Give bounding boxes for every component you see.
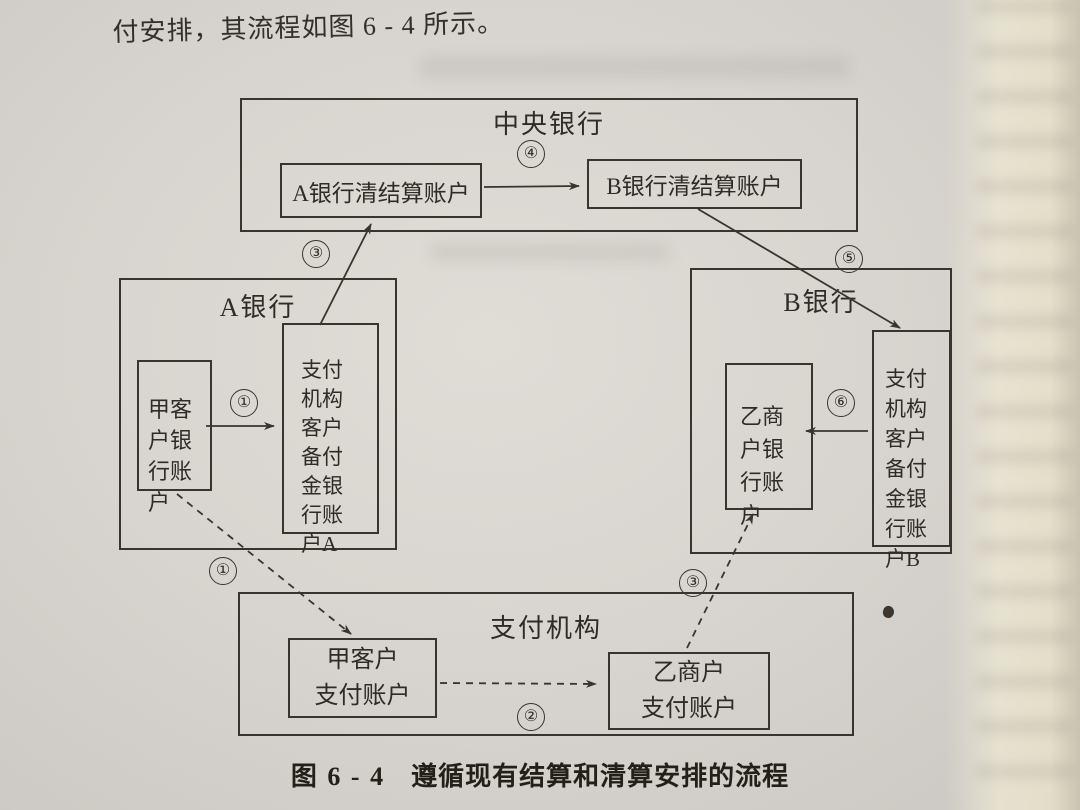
payment-institution-box: 支付机构 [238,592,854,736]
ink-speck [881,604,896,620]
reserve-account-a-box: 支付 机构 客户 备付 金银 行账 户A [282,323,379,556]
reserve-account-a-label: 支付 机构 客户 备付 金银 行账 户A [301,358,343,556]
reserve-account-b-label: 支付 机构 客户 备付 金银 行账 户B [885,367,927,571]
page-edge-shading [945,0,1080,810]
customer-a-payment-account-label: 甲客户 支付账户 [314,647,411,709]
bank-a-title: A银行 [219,293,297,322]
step-label-2: ② [517,703,545,731]
customer-a-bank-account-box: 甲客 户银 行账 户 [137,360,212,515]
step-label-3-dashed: ③ [679,569,707,597]
ink-bleedthrough-row [430,243,670,261]
figure-caption: 图 6 - 4 遵循现有结算和清算安排的流程 [0,756,1080,793]
step-label-4: ④ [517,140,545,168]
step-label-6: ⑥ [827,389,855,417]
central-bank-title: 中央银行 [492,110,605,139]
bank-a-clearing-account-label: A银行清结算账户 [292,180,470,206]
figure-caption-text: 遵循现有结算和清算安排的流程 [411,762,790,791]
merchant-b-payment-account-box: 乙商户 支付账户 [608,652,770,730]
ink-bleedthrough-right-margin [977,0,1072,810]
payment-institution-title: 支付机构 [489,614,602,643]
step-label-5: ⑤ [835,245,863,273]
reserve-account-b-box: 支付 机构 客户 备付 金银 行账 户B [872,330,951,571]
figure-caption-label: 图 6 - 4 [290,762,386,791]
bank-b-title: B银行 [783,288,859,317]
bank-a-clearing-account-box: A银行清结算账户 [280,163,482,218]
bank-b-clearing-account-label: B银行清结算账户 [606,174,783,199]
step-label-1-bank-a: ① [230,389,258,417]
merchant-b-payment-account-label: 乙商户 支付账户 [641,660,737,722]
merchant-b-bank-account-box: 乙商 户银 行账 户 [725,363,813,528]
merchant-b-bank-account-label: 乙商 户银 行账 户 [740,404,785,528]
bank-b-clearing-account-box: B银行清结算账户 [587,159,802,209]
intro-text: 付安排，其流程如图 6 - 4 所示。 [112,8,505,47]
customer-a-bank-account-label: 甲客 户银 行账 户 [148,397,193,515]
step-label-3-solid: ③ [302,240,330,268]
central-bank-box: 中央银行 [240,98,858,232]
ink-bleedthrough-row [420,56,850,78]
customer-a-payment-account-box: 甲客户 支付账户 [288,638,437,718]
step-label-1-dashed: ① [209,557,237,585]
